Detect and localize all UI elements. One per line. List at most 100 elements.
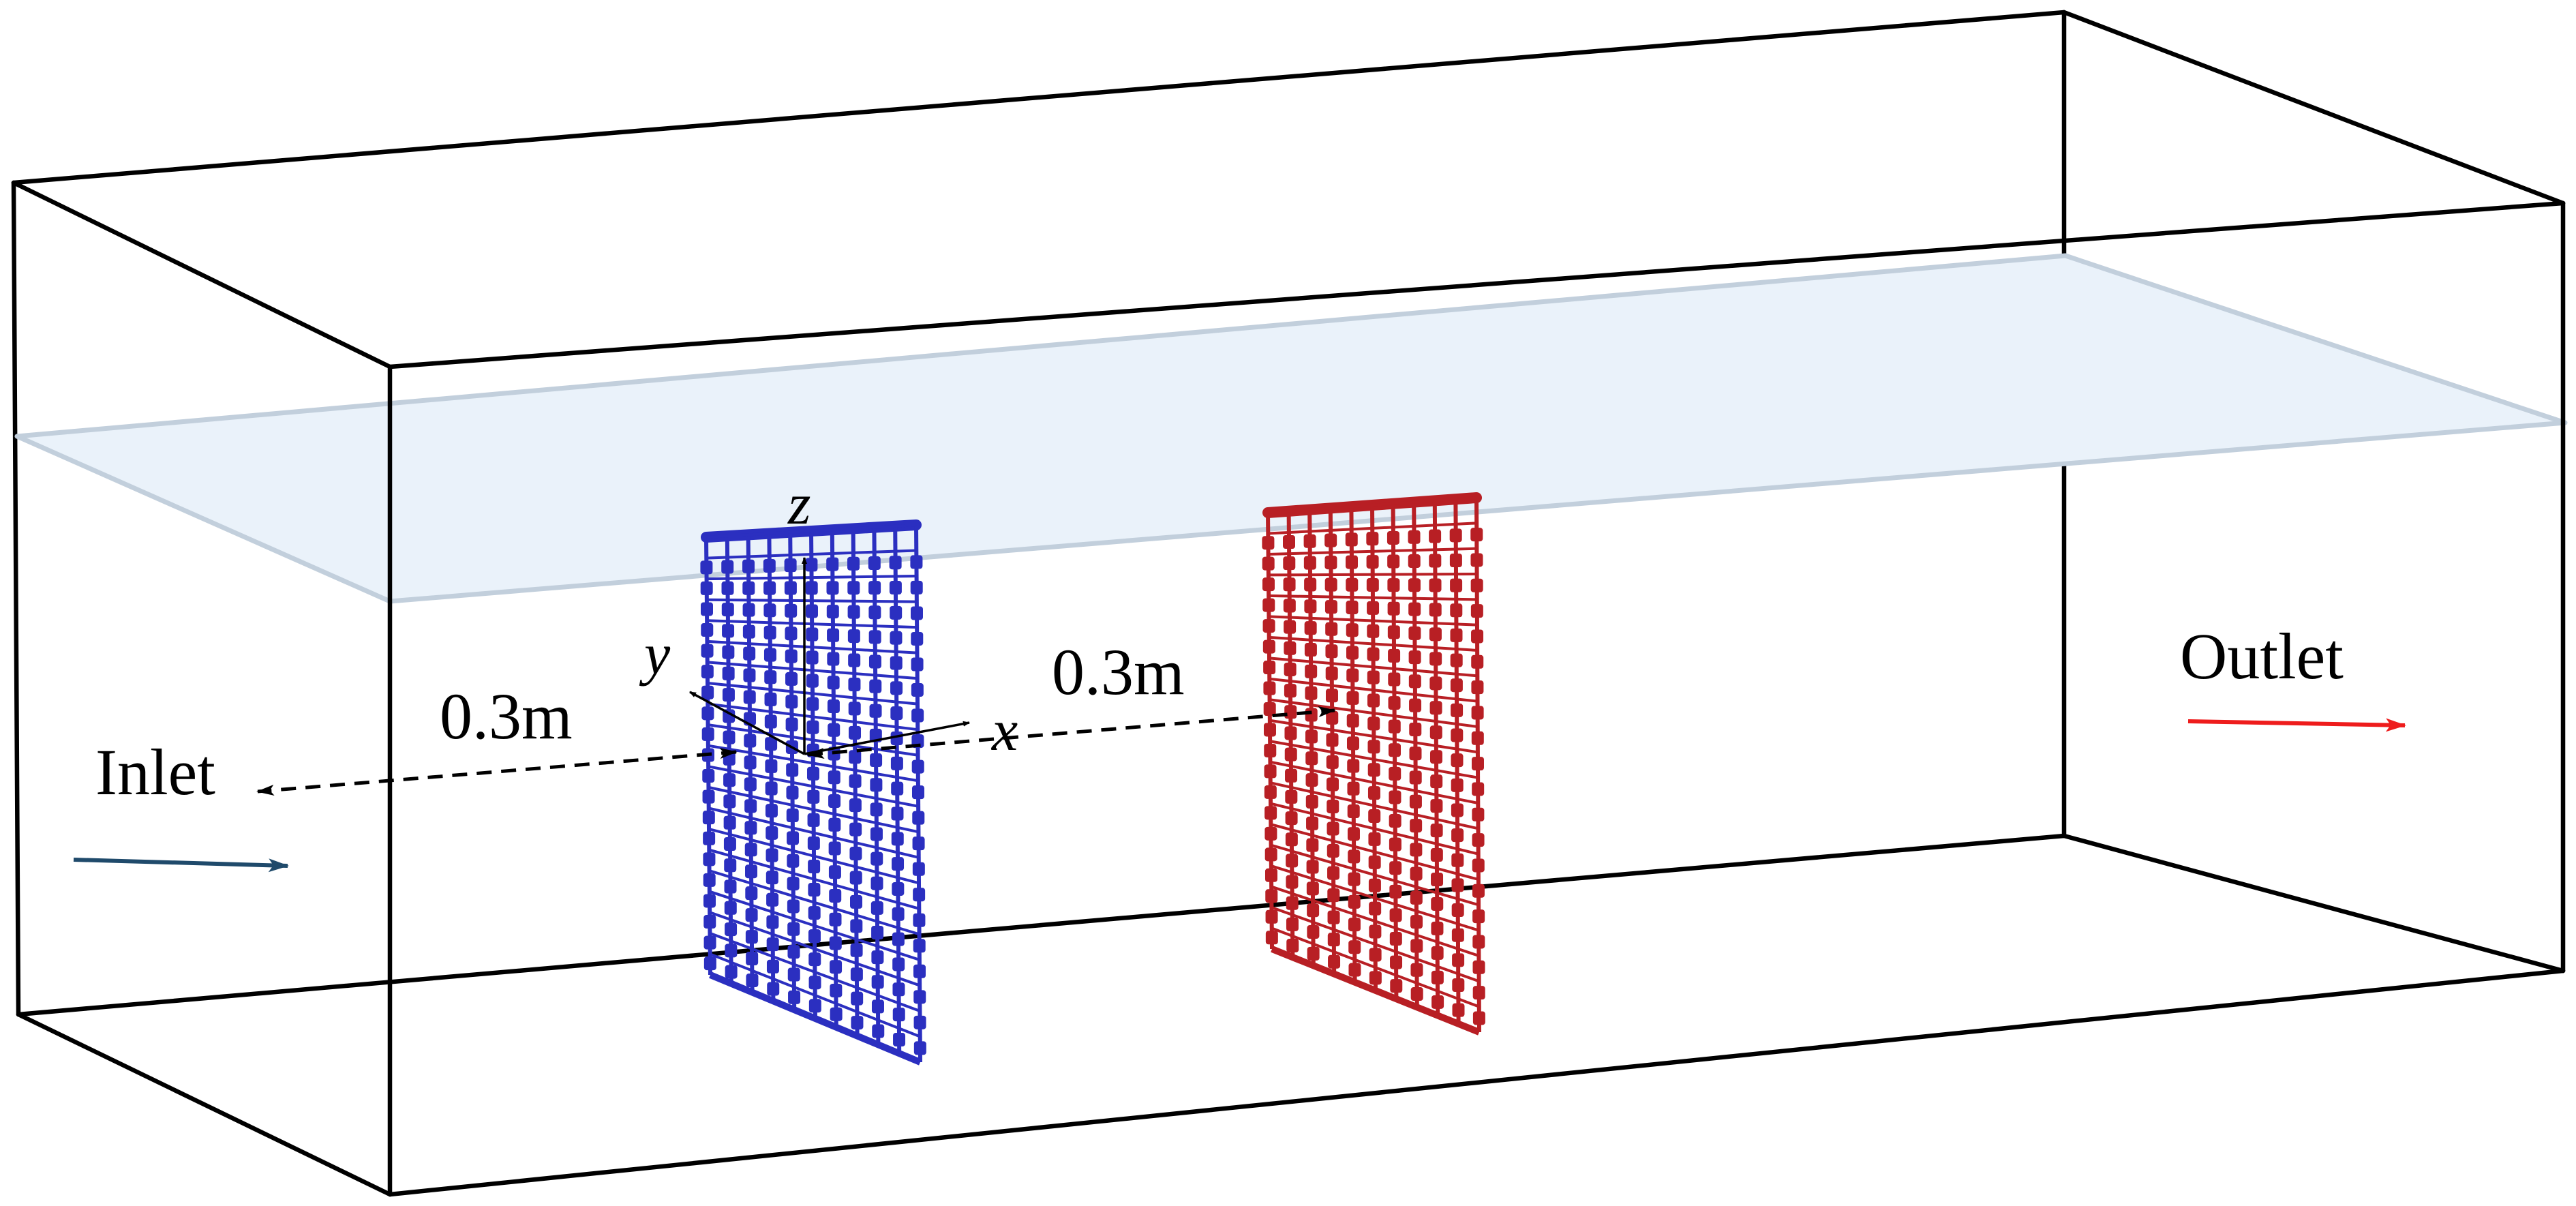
upstream-net-knot — [765, 759, 778, 773]
upstream-net-knot — [828, 841, 841, 856]
downstream-net-knot — [1389, 814, 1401, 828]
downstream-net-knot — [1409, 794, 1422, 809]
flume-box-back — [11, 10, 2566, 1017]
upstream-net-knot — [723, 815, 736, 830]
upstream-net-knot — [787, 877, 800, 891]
upstream-net-horizontal-rope — [709, 911, 920, 987]
downstream-net-horizontal-rope — [1269, 677, 1478, 703]
downstream-net-horizontal-rope — [1268, 547, 1477, 556]
upstream-net-knot — [742, 559, 755, 573]
upstream-net-knot — [722, 645, 735, 659]
downstream-net — [1262, 492, 1485, 1036]
upstream-net-knot — [725, 944, 738, 958]
downstream-net-knot — [1262, 598, 1275, 612]
downstream-net-knot — [1408, 626, 1421, 640]
downstream-net-knot — [1347, 781, 1360, 796]
downstream-net-knot — [1285, 811, 1298, 826]
downstream-net-knot — [1305, 686, 1318, 700]
downstream-net-knot — [1410, 986, 1423, 1001]
upstream-net-knot — [785, 672, 798, 686]
downstream-net-knot — [1324, 577, 1337, 592]
downstream-net-knot — [1327, 844, 1339, 858]
upstream-net-horizontal-rope — [709, 931, 921, 1012]
upstream-net-knot — [892, 1008, 905, 1022]
upstream-net-knot — [702, 789, 715, 804]
upstream-net-knot — [785, 603, 798, 618]
downstream-net-knot — [1306, 816, 1319, 830]
distance-line-inlet — [256, 748, 738, 796]
downstream-net-knot — [1369, 971, 1382, 985]
upstream-net-knot — [850, 943, 863, 957]
downstream-net-knot — [1389, 861, 1402, 875]
upstream-net-knot — [700, 560, 713, 575]
downstream-net-knot — [1409, 698, 1422, 712]
upstream-net-knot — [848, 702, 861, 716]
downstream-net-knot — [1264, 847, 1277, 862]
downstream-net-horizontal-rope — [1270, 823, 1479, 881]
upstream-net-knot — [911, 708, 924, 723]
upstream-net-knot — [742, 603, 755, 617]
upstream-net-knot — [911, 759, 924, 774]
downstream-net-knot — [1429, 529, 1442, 543]
upstream-net-knot — [766, 826, 778, 840]
upstream-net-knot — [744, 799, 757, 813]
upstream-net-knot — [725, 922, 738, 937]
upstream-net-knot — [703, 915, 716, 929]
downstream-net-knot — [1451, 753, 1464, 768]
downstream-net-horizontal-rope — [1271, 906, 1480, 983]
downstream-net-knot — [1367, 624, 1380, 638]
upstream-net-knot — [826, 605, 839, 619]
upstream-net-knot — [785, 627, 798, 641]
upstream-net-knot — [786, 763, 799, 777]
upstream-net-knot — [785, 649, 798, 663]
distance-line-nets — [806, 706, 1336, 759]
downstream-net-knot — [1367, 601, 1380, 615]
upstream-net-knot — [724, 879, 737, 894]
inlet-label: Inlet — [95, 736, 215, 809]
upstream-net-knot — [849, 847, 862, 861]
downstream-net-knot — [1284, 684, 1297, 698]
downstream-net-knot — [1387, 601, 1400, 616]
upstream-net-knot — [910, 580, 923, 594]
upstream-net-knot — [806, 627, 819, 642]
downstream-net-knot — [1304, 621, 1317, 635]
downstream-net-knot — [1346, 577, 1359, 592]
upstream-net-knot — [703, 956, 716, 971]
downstream-net-knot — [1307, 946, 1320, 961]
upstream-net-knot — [745, 886, 758, 901]
downstream-net-knot — [1451, 828, 1464, 843]
upstream-net-knot — [827, 676, 840, 690]
downstream-net-knot — [1367, 740, 1380, 754]
upstream-net-knot — [745, 908, 758, 922]
downstream-net-knot — [1472, 986, 1485, 1000]
upstream-net-knot — [830, 983, 843, 997]
downstream-net-knot — [1328, 954, 1341, 969]
upstream-net-knot — [701, 685, 714, 699]
upstream-net-knot — [765, 737, 778, 751]
upstream-net-knot — [849, 774, 862, 788]
downstream-net-knot — [1284, 620, 1297, 634]
downstream-net-knot — [1286, 917, 1299, 931]
downstream-net-knot — [1262, 556, 1275, 571]
upstream-net-knot — [808, 906, 821, 920]
upstream-net-knot — [868, 556, 881, 570]
downstream-net-knot — [1264, 868, 1277, 882]
downstream-net-knot — [1327, 799, 1339, 813]
upstream-net-knot — [892, 907, 905, 921]
upstream-net-knot — [701, 706, 714, 721]
downstream-net-knot — [1389, 790, 1401, 804]
downstream-net-knot — [1368, 878, 1381, 892]
upstream-net-knot — [808, 859, 821, 873]
downstream-net-knot — [1346, 646, 1359, 660]
downstream-net-knot — [1431, 995, 1444, 1009]
upstream-net-horizontal-rope — [708, 848, 920, 910]
upstream-net-knot — [808, 929, 821, 944]
downstream-net-knot — [1389, 908, 1402, 922]
downstream-net-knot — [1471, 706, 1484, 720]
downstream-net-knot — [1347, 804, 1360, 818]
upstream-net-knot — [913, 939, 926, 953]
downstream-net-knot — [1409, 770, 1422, 785]
downstream-net-knot — [1408, 554, 1421, 569]
downstream-net-knot — [1429, 750, 1442, 764]
upstream-net-knot — [870, 876, 883, 890]
